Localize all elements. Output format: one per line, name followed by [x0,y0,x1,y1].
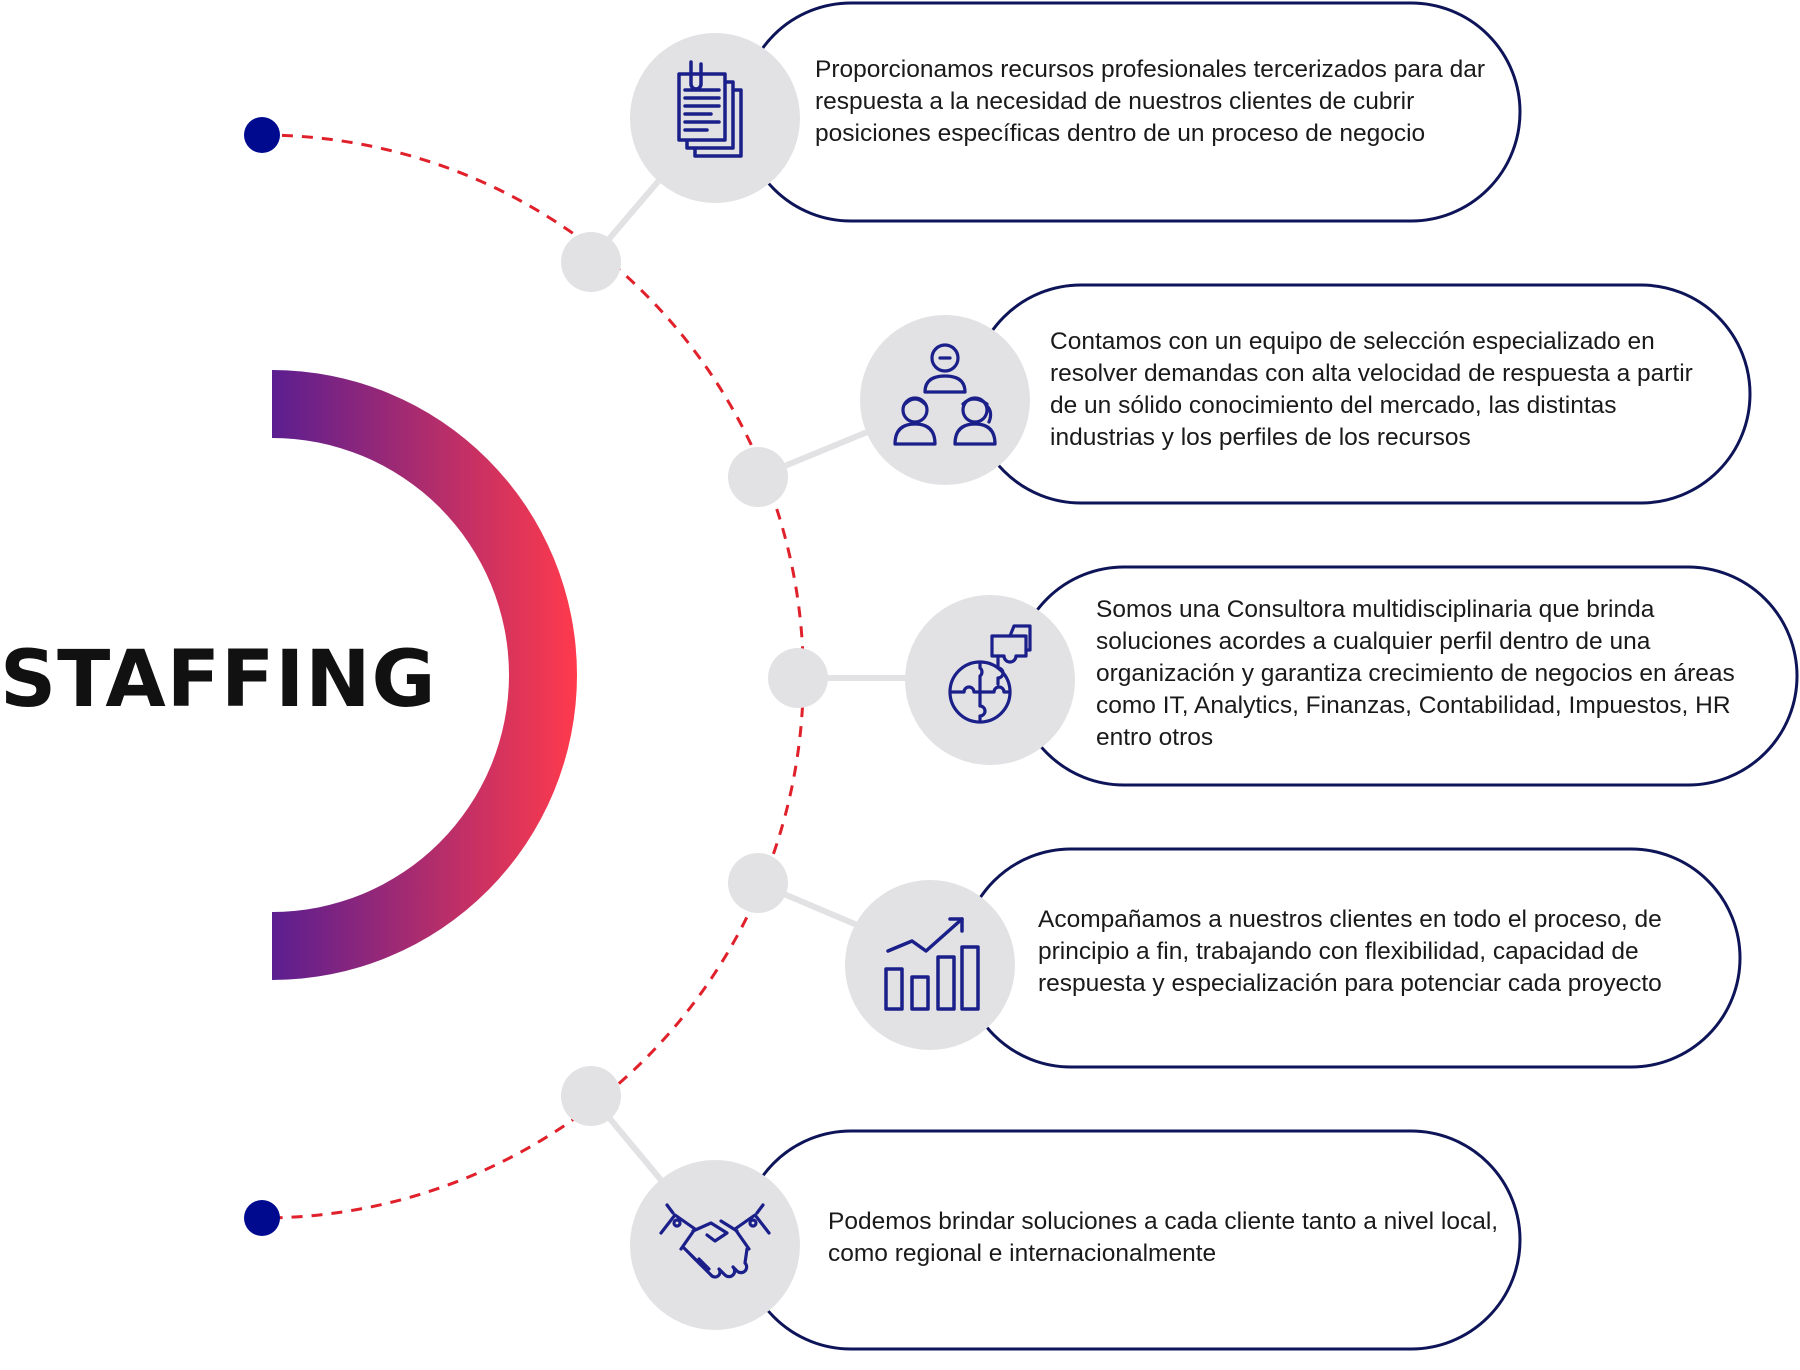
card-1-text: Proporcionamos recursos profesionales te… [815,56,1485,147]
icon-circle-2 [860,315,1030,485]
card-5-text: Podemos brindar soluciones a cada client… [828,1208,1499,1267]
arc-node-4 [728,853,788,913]
handshake-icon [659,1203,771,1279]
icon-circle-4 [845,880,1015,1050]
arc-node-2 [728,447,788,507]
documents-icon [677,60,743,158]
card-4-text: Acompañamos a nuestros clientes en todo … [1038,906,1662,997]
icon-circle-5 [630,1160,800,1330]
timeline-start-dot [244,117,280,153]
icon-circle-3 [905,595,1075,765]
arc-node-1 [561,232,621,292]
card-2-text: Contamos con un equipo de selección espe… [1050,328,1693,451]
timeline-end-dot [244,1200,280,1236]
arc-node-5 [561,1066,621,1126]
growth-chart-icon [884,917,980,1011]
page-title: STAFFING [0,635,437,725]
team-icon [893,343,997,446]
arc-node-3 [768,648,828,708]
card-3-text: Somos una Consultora multidisciplinaria … [1096,596,1735,751]
gradient-half-ring [272,370,577,980]
puzzle-globe-icon [948,624,1032,724]
